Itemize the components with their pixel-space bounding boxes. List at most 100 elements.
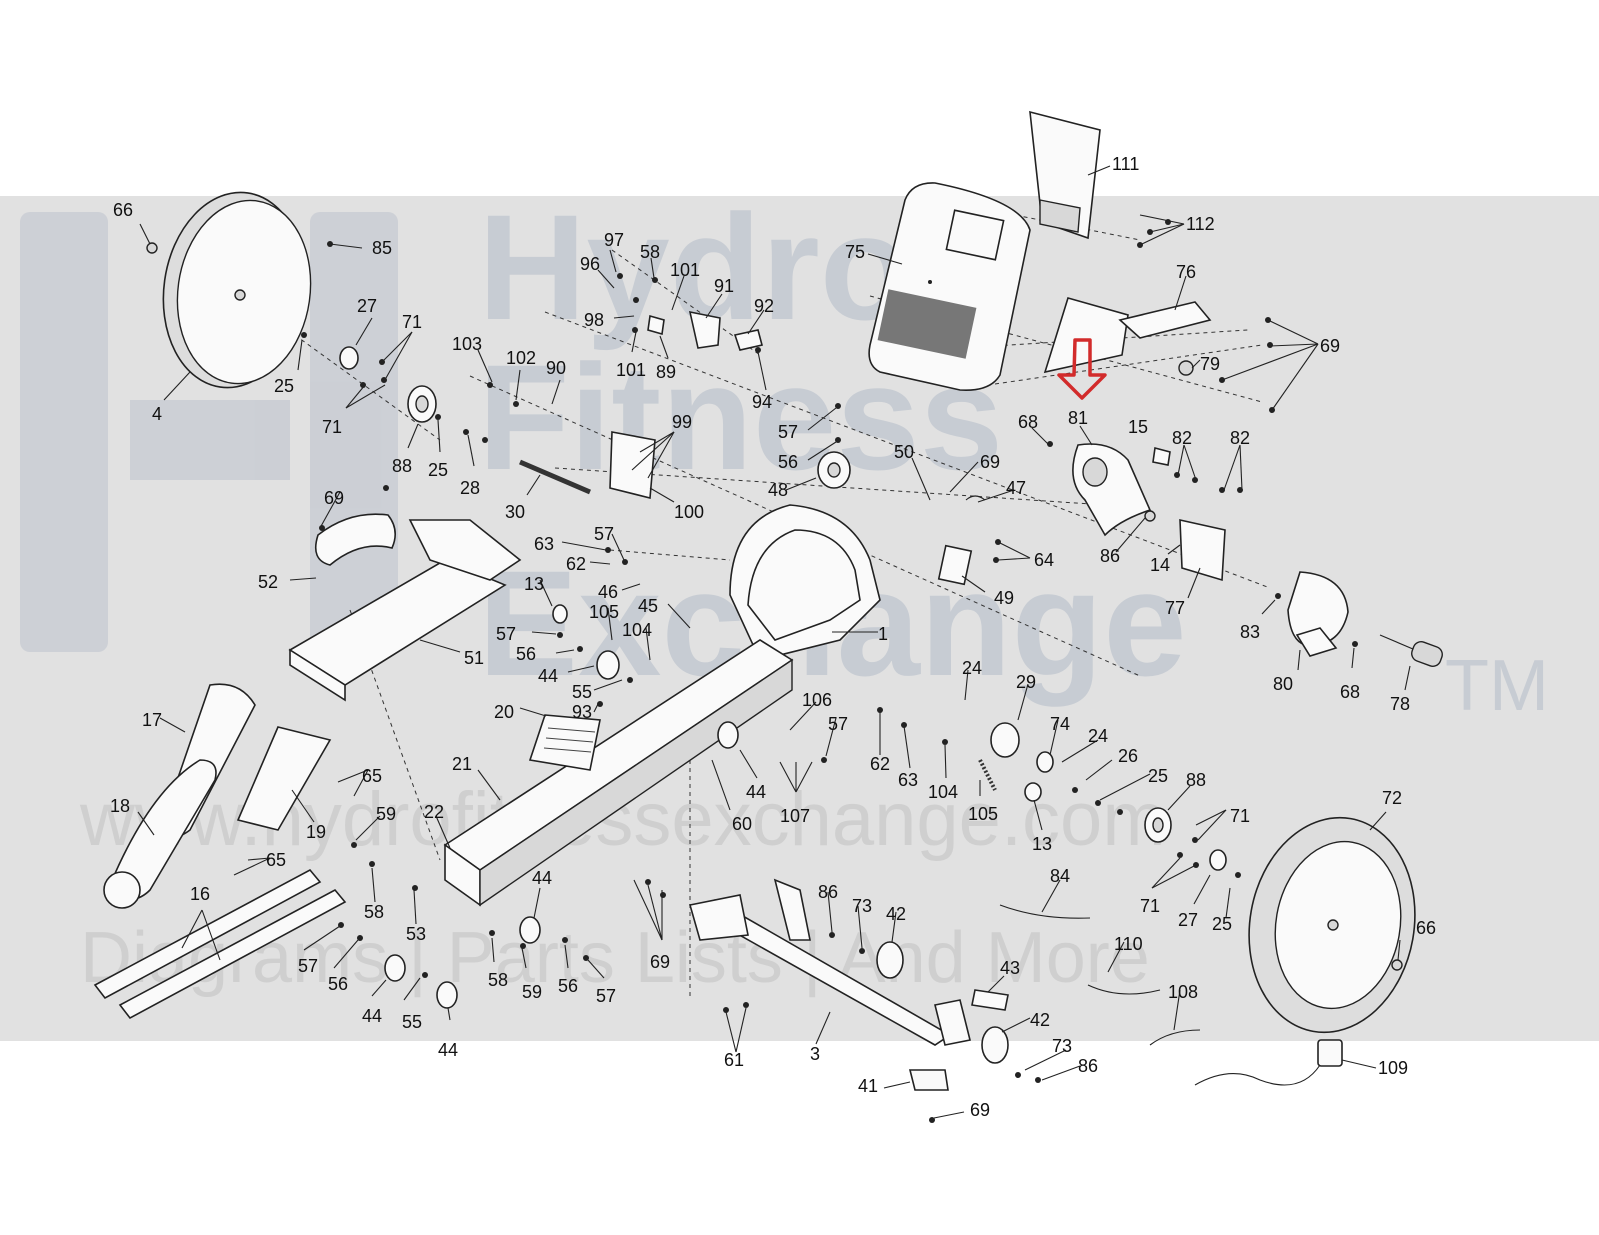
part-number-label: 68	[1340, 682, 1360, 702]
part-number-label: 30	[505, 502, 525, 522]
part-51-cover	[288, 559, 507, 702]
part-number-label: 29	[1016, 672, 1036, 692]
part-13-cap	[1024, 782, 1042, 802]
part-number-label: 94	[752, 392, 772, 412]
part-42-wheel	[876, 941, 1009, 1064]
part-79-knob	[1178, 360, 1194, 376]
part-number-label: 64	[1034, 550, 1054, 570]
part-27b-bearing	[1209, 849, 1227, 871]
part-41-foot	[908, 1069, 949, 1091]
part-72-fan-wheel	[1248, 816, 1416, 1034]
part-number-label: 15	[1128, 417, 1148, 437]
part-number-label: 21	[452, 754, 472, 774]
part-number-label: 53	[406, 924, 426, 944]
part-number-label: 42	[1030, 1010, 1050, 1030]
part-number-label: 3	[810, 1044, 820, 1064]
part-number-label: 97	[604, 230, 624, 250]
part-number-label: 77	[1165, 598, 1185, 618]
part-111-tablet-holder	[1029, 110, 1101, 240]
part-number-label: 56	[328, 974, 348, 994]
part-number-label: 57	[828, 714, 848, 734]
part-number-label: 93	[572, 702, 592, 722]
part-number-label: 42	[886, 904, 906, 924]
part-89-spacer	[647, 314, 665, 336]
part-number-label: 82	[1230, 428, 1250, 448]
part-number-label: 24	[1088, 726, 1108, 746]
part-15-clip	[1152, 446, 1171, 466]
part-number-label: 57	[496, 624, 516, 644]
part-number-label: 20	[494, 702, 514, 722]
part-number-label: 59	[376, 804, 396, 824]
part-number-label: 101	[670, 260, 700, 280]
part-47-wire	[965, 495, 986, 501]
part-number-label: 50	[894, 442, 914, 462]
part-51b-guard	[408, 519, 522, 581]
part-number-label: 60	[732, 814, 752, 834]
part-number-label: 69	[650, 952, 670, 972]
part-17-pedal	[103, 683, 256, 909]
highlight-arrow-icon	[1057, 338, 1107, 400]
part-number-label: 13	[1032, 834, 1052, 854]
part-number-label: 66	[1416, 918, 1436, 938]
part-number-label: 86	[1078, 1056, 1098, 1076]
part-number-label: 58	[640, 242, 660, 262]
part-number-label: 89	[656, 362, 676, 382]
part-80-cover	[1287, 571, 1349, 657]
part-number-label: 65	[266, 850, 286, 870]
part-number-label: 4	[152, 404, 162, 424]
part-number-label: 101	[616, 360, 646, 380]
part-number-label: 56	[558, 976, 578, 996]
part-number-label: 57	[778, 422, 798, 442]
part-number-label: 80	[1273, 674, 1293, 694]
part-44-roller	[384, 650, 739, 1009]
part-number-label: 88	[1186, 770, 1206, 790]
part-number-label: 104	[928, 782, 958, 802]
part-number-label: 13	[524, 574, 544, 594]
part-number-label: 58	[364, 902, 384, 922]
part-number-label: 48	[768, 480, 788, 500]
part-number-label: 112	[1186, 214, 1215, 234]
part-number-label: 90	[546, 358, 566, 378]
part-number-label: 71	[322, 417, 342, 437]
part-number-label: 27	[357, 296, 377, 316]
part-86-nut	[1144, 510, 1156, 522]
part-number-label: 91	[714, 276, 734, 296]
part-number-label: 104	[622, 620, 652, 640]
part-number-label: 88	[392, 456, 412, 476]
part-number-label: 25	[1148, 766, 1168, 786]
part-88-hub	[407, 385, 437, 423]
part-13b-cap	[552, 604, 568, 624]
part-1-frame-housing	[729, 504, 881, 661]
part-74-spacer	[1036, 751, 1054, 773]
part-30-axle	[519, 459, 591, 495]
part-number-label: 81	[1068, 408, 1088, 428]
part-number-label: 85	[372, 238, 392, 258]
part-number-label: 57	[594, 524, 614, 544]
part-81-shroud	[1072, 443, 1152, 537]
part-number-label: 44	[438, 1040, 458, 1060]
part-number-label: 92	[754, 296, 774, 316]
part-3-stabilizer	[688, 878, 971, 1046]
part-48-pulley	[817, 451, 851, 489]
part-number-label: 18	[110, 796, 130, 816]
part-number-label: 62	[870, 754, 890, 774]
watermark-trademark: TM	[1445, 646, 1549, 726]
leader-lines	[137, 165, 1411, 1119]
part-number-label: 86	[818, 882, 838, 902]
part-number-label: 69	[324, 488, 344, 508]
part-number-label: 46	[598, 582, 618, 602]
part-number-label: 25	[428, 460, 448, 480]
part-number-label: 83	[1240, 622, 1260, 642]
part-number-label: 47	[1006, 478, 1026, 498]
part-91-bracket	[688, 310, 721, 349]
part-16-strap	[93, 868, 347, 1020]
part-number-label: 43	[1000, 958, 1020, 978]
part-76-console-mast	[1043, 297, 1212, 374]
part-number-label: 102	[506, 348, 536, 368]
part-number-label: 55	[402, 1012, 422, 1032]
part-number-label: 108	[1168, 982, 1198, 1002]
part-number-label: 57	[298, 956, 318, 976]
part-number-label: 69	[980, 452, 1000, 472]
part-number-label: 86	[1100, 546, 1120, 566]
